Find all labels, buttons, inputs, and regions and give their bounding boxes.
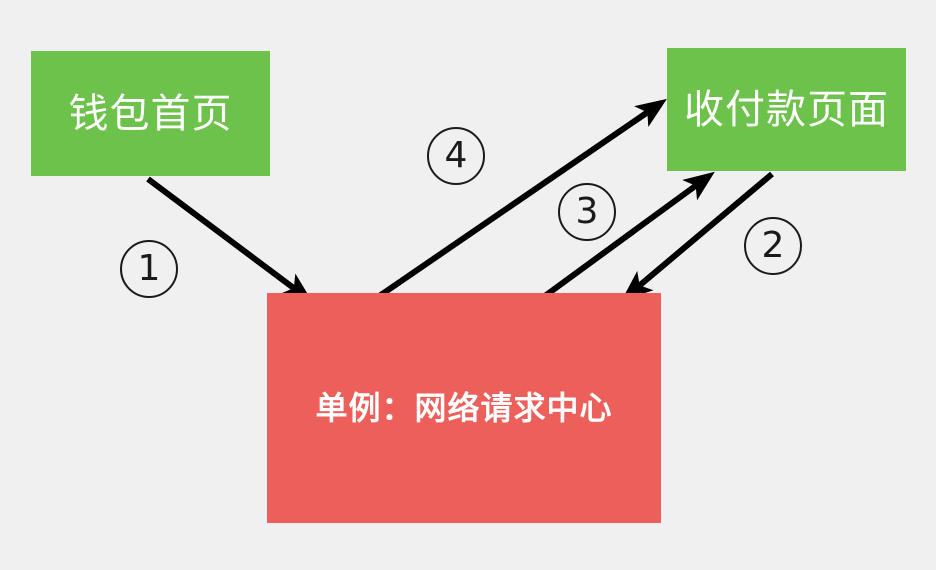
node-wallet-home[interactable]: 钱包首页 (31, 51, 270, 176)
arrow-1-wallet-to-network (146, 176, 313, 303)
node-payment-page[interactable]: 收付款页面 (667, 48, 906, 171)
arrow-2-payment-to-network (621, 171, 774, 301)
node-payment-page-label: 收付款页面 (684, 87, 889, 132)
step-marker-3: 3 (558, 183, 616, 241)
step-marker-1: 1 (120, 240, 178, 298)
node-wallet-home-label: 钱包首页 (68, 91, 233, 136)
step-marker-4-number: 4 (444, 135, 468, 176)
node-network-request-center[interactable]: 单例：网络请求中心 (267, 293, 661, 523)
arrow-3-network-to-payment (536, 171, 715, 304)
step-marker-2-number: 2 (761, 225, 785, 266)
step-marker-2: 2 (744, 217, 802, 275)
step-marker-1-number: 1 (137, 248, 161, 289)
step-marker-3-number: 3 (575, 191, 599, 232)
node-network-request-center-label: 单例：网络请求中心 (315, 390, 613, 426)
step-marker-4: 4 (427, 127, 485, 185)
arrow-4-network-to-payment (370, 98, 667, 304)
